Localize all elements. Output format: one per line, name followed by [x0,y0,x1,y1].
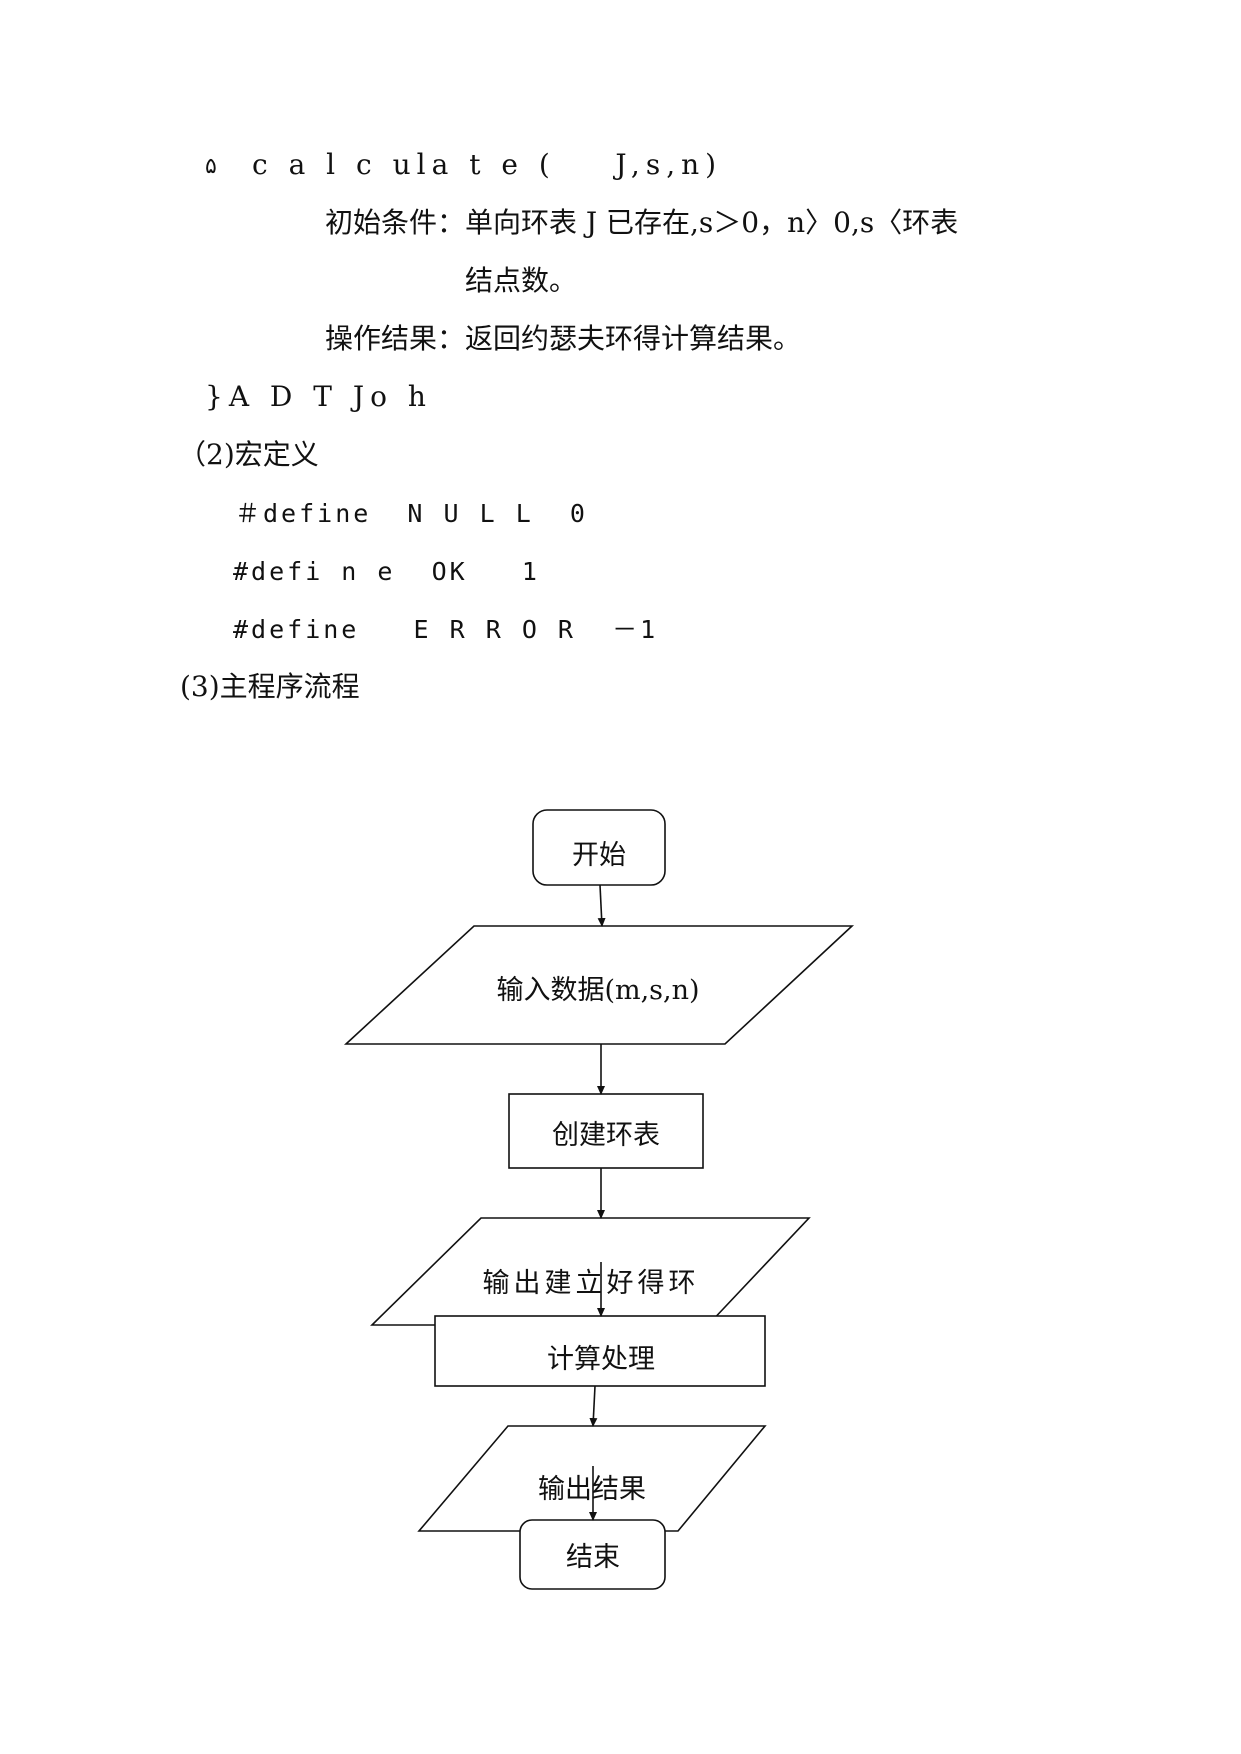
adt-end: }A D T Jo h [205,380,432,413]
section2-title: （2)宏定义 [178,438,319,471]
input-label: 输入数据(m,s,n) [496,975,699,1006]
start-terminal [532,809,666,886]
precondition-text-2: 结点数。 [465,264,578,297]
define-error: #define E R R O R －1 [233,615,659,644]
define-null: ＃define N U L L 0 [235,499,588,528]
arrow-compute-to-output-result [589,1385,598,1427]
arrow-start-to-input [597,884,606,927]
end-label: 结束 [566,1542,620,1573]
section3-title: (3)主程序流程 [180,670,360,703]
create-ring-process [508,1093,704,1169]
input-data-parallelogram [343,925,855,1045]
define-ok: #defi n e OK 1 [233,557,540,586]
output-result-label: 输出结果 [538,1474,646,1505]
calc-bullet: ۵ [205,154,217,179]
create-label: 创建环表 [552,1120,660,1151]
start-label: 开始 [572,840,626,871]
result-text: 返回约瑟夫环得计算结果。 [465,322,802,355]
calc-signature: c a l c ula t e ( J,s,n) [252,148,723,181]
precondition-label: 初始条件： [325,206,466,239]
output-ring-label: 输出建立好得环 [483,1268,700,1299]
precondition-text-1: 单向环表 J 已存在,s＞0，n〉0,s〈环表 [465,206,959,239]
compute-label: 计算处理 [547,1344,655,1375]
result-label: 操作结果： [325,322,466,355]
output-result-parallelogram [417,1425,767,1532]
compute-process [434,1315,766,1387]
